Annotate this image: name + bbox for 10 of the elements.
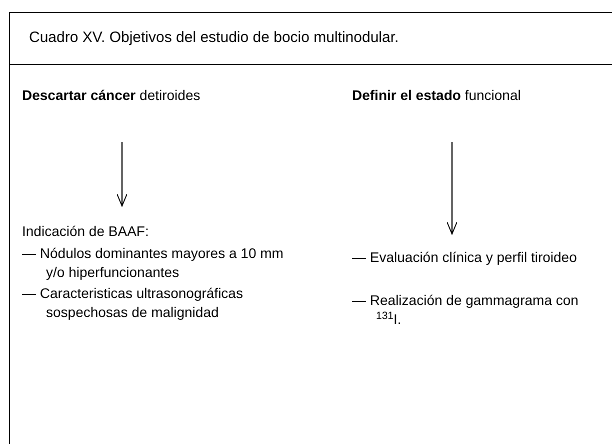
column-heading: Definir el estado funcional <box>352 86 522 105</box>
list-item: — Realización de gammagrama con $^{131}$I. <box>352 291 580 329</box>
list-item: — Nódulos dominantes mayores a 10 mm y/o hiperfuncionantes <box>22 244 284 282</box>
title: Cuadro XV. Objetivos del estudio de bocio multinodular. <box>29 28 399 48</box>
list-item: — Caracteristicas ultrasonográficas sospechosas de malignidad <box>22 284 244 322</box>
arrow <box>116 142 128 206</box>
list-item: — Evaluación clínica y perfil tiroideo <box>352 248 578 267</box>
column-heading: Descartar cáncer detiroides <box>22 86 202 105</box>
list-heading: Indicación de BAAF: <box>22 222 150 241</box>
arrow <box>446 142 458 234</box>
